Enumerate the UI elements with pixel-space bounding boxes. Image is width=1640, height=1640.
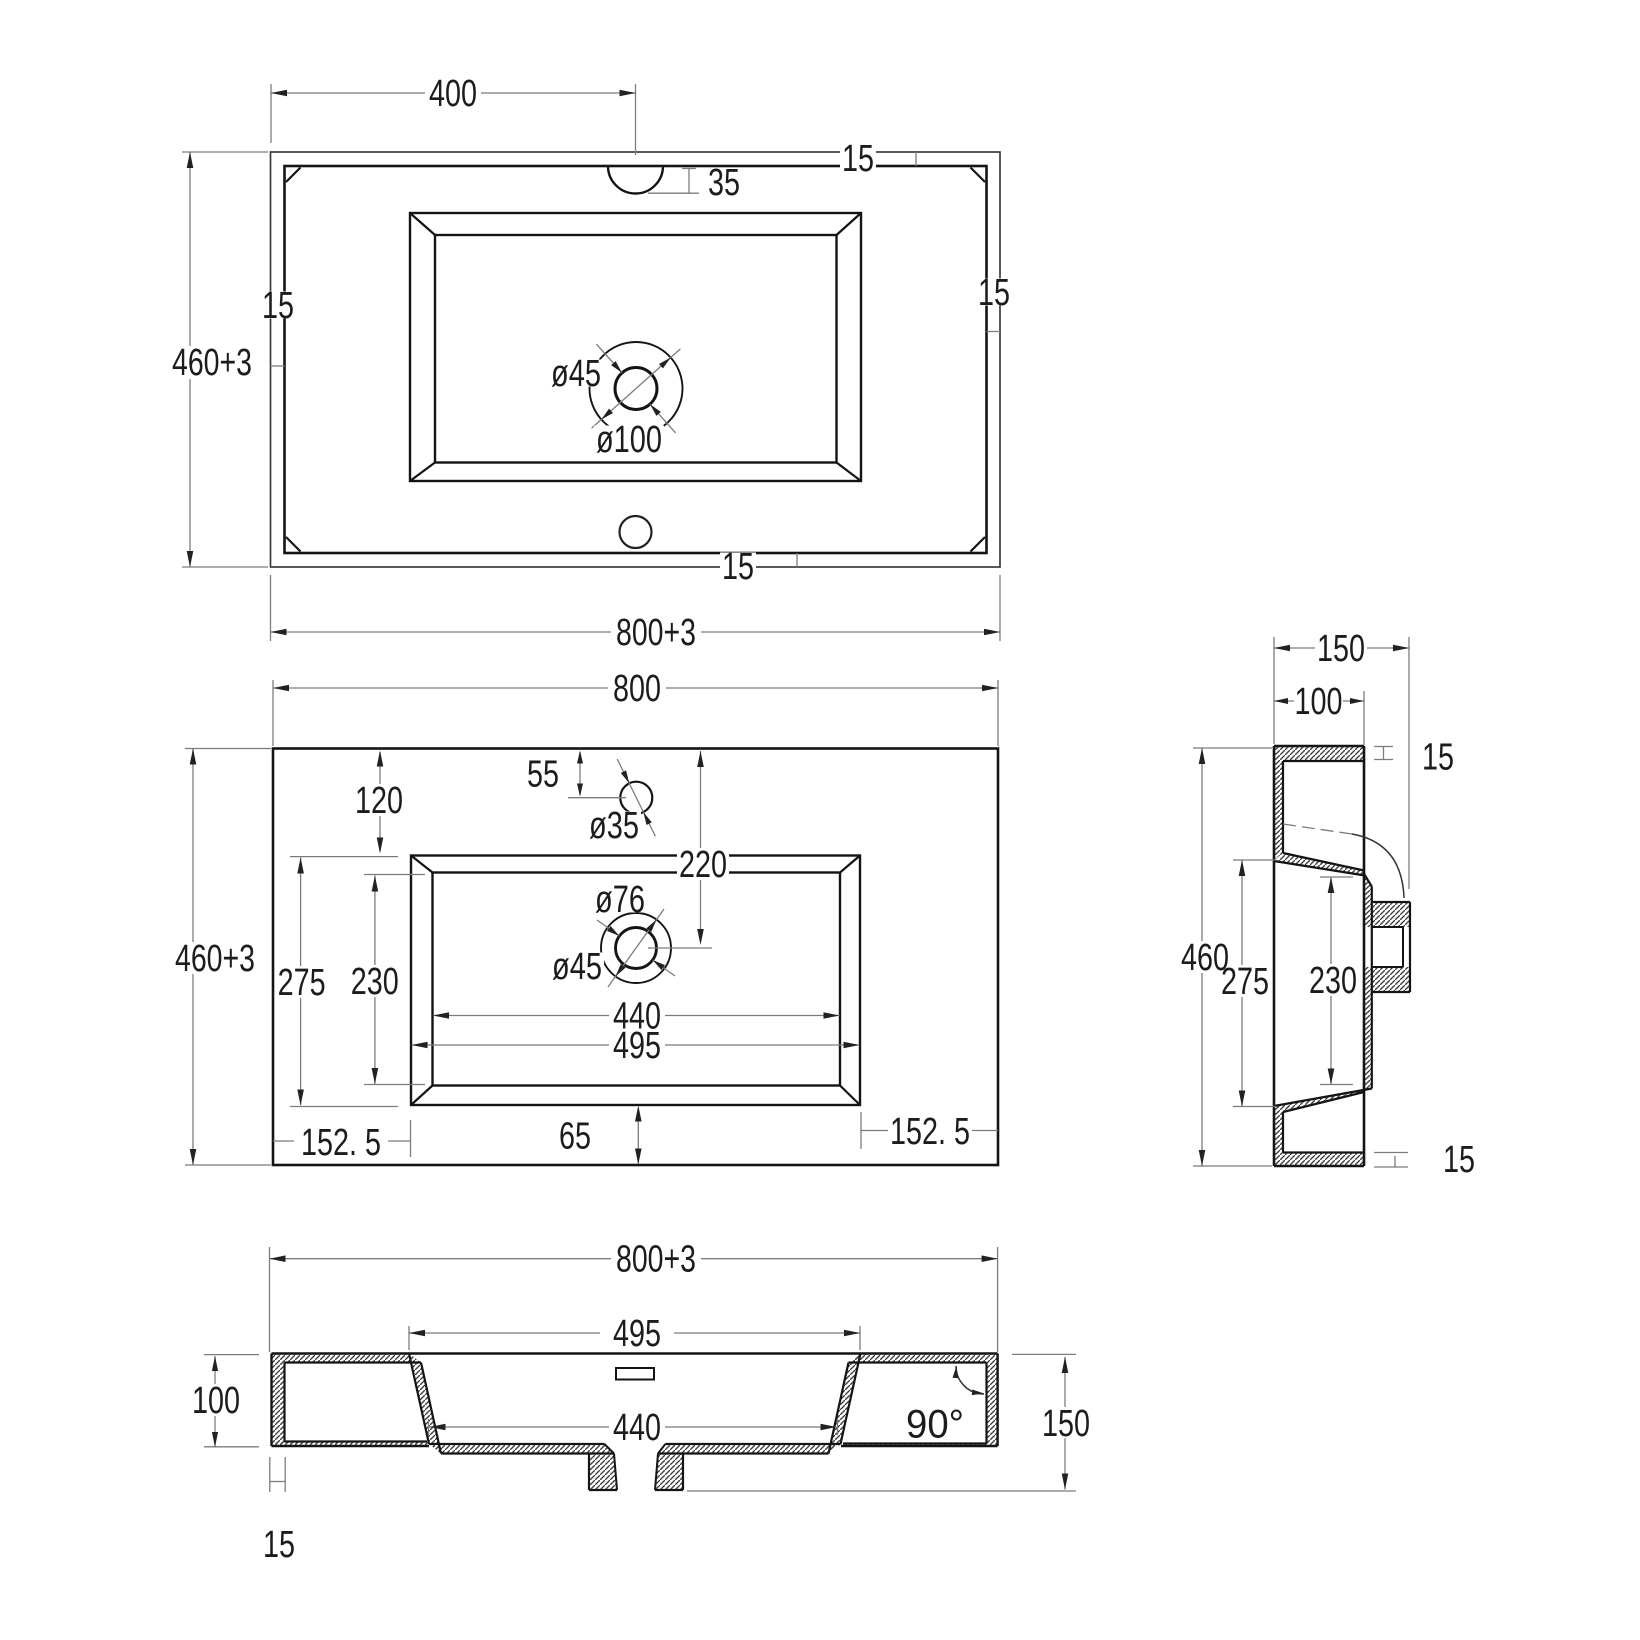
- svg-text:220: 220: [679, 844, 727, 886]
- svg-text:15: 15: [263, 1524, 295, 1566]
- svg-text:15: 15: [722, 546, 754, 588]
- svg-text:ø100: ø100: [596, 419, 662, 461]
- svg-text:100: 100: [192, 1380, 240, 1422]
- svg-text:150: 150: [1042, 1403, 1090, 1445]
- svg-text:275: 275: [278, 962, 326, 1004]
- svg-text:90°: 90°: [906, 1403, 964, 1447]
- svg-text:15: 15: [262, 285, 294, 327]
- svg-text:460: 460: [1181, 937, 1229, 979]
- svg-text:230: 230: [1309, 960, 1357, 1002]
- svg-text:15: 15: [1443, 1139, 1475, 1181]
- svg-text:15: 15: [1422, 737, 1454, 779]
- svg-text:ø45: ø45: [552, 946, 602, 988]
- svg-text:ø76: ø76: [595, 879, 645, 921]
- svg-text:800+3: 800+3: [616, 612, 696, 654]
- svg-text:800: 800: [613, 668, 661, 710]
- svg-text:152. 5: 152. 5: [890, 1111, 970, 1153]
- svg-text:230: 230: [351, 961, 399, 1003]
- svg-text:152. 5: 152. 5: [301, 1122, 381, 1164]
- svg-text:495: 495: [613, 1025, 661, 1067]
- svg-text:ø35: ø35: [589, 805, 639, 847]
- svg-text:100: 100: [1295, 681, 1343, 723]
- svg-text:55: 55: [527, 754, 559, 796]
- svg-text:400: 400: [429, 73, 477, 115]
- svg-text:150: 150: [1317, 628, 1365, 670]
- svg-text:800+3: 800+3: [616, 1239, 696, 1281]
- svg-text:495: 495: [613, 1313, 661, 1355]
- svg-text:460+3: 460+3: [172, 342, 252, 384]
- svg-text:15: 15: [978, 272, 1010, 314]
- svg-text:275: 275: [1221, 961, 1269, 1003]
- svg-text:440: 440: [613, 996, 661, 1038]
- svg-text:15: 15: [842, 138, 874, 180]
- svg-text:460+3: 460+3: [175, 938, 255, 980]
- svg-text:ø45: ø45: [551, 353, 601, 395]
- svg-text:440: 440: [613, 1407, 661, 1449]
- svg-text:120: 120: [355, 780, 403, 822]
- svg-text:35: 35: [708, 162, 740, 204]
- svg-text:65: 65: [559, 1116, 591, 1158]
